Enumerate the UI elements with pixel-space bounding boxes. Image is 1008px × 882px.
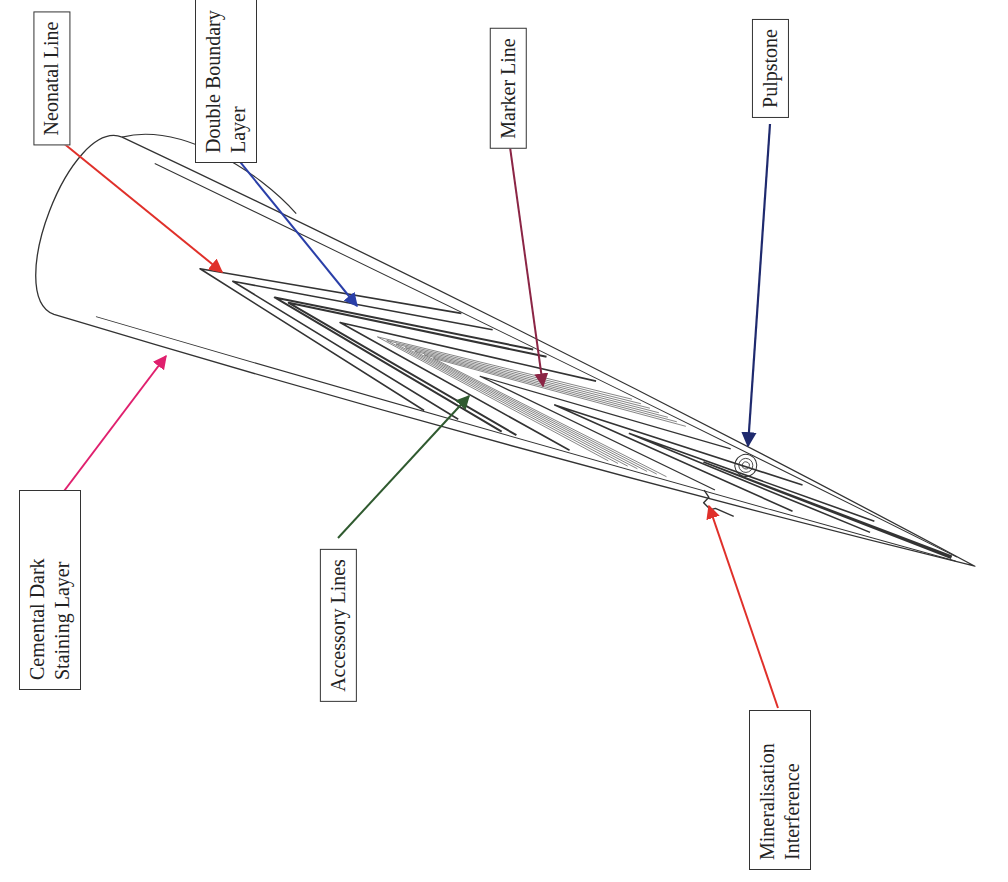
- label-box: Neonatal Line: [33, 11, 70, 145]
- label-text: Mineralisation Interference: [755, 720, 805, 860]
- label-text: Accessory Lines: [325, 559, 350, 692]
- label-box: Cemental Dark Staining Layer: [19, 490, 81, 690]
- label-box: Double Boundary Layer: [195, 0, 257, 163]
- label-box: Pulpstone: [751, 19, 788, 118]
- label-text: Pulpstone: [757, 29, 782, 108]
- label-text: Cemental Dark Staining Layer: [25, 500, 75, 680]
- label-text: Marker Line: [495, 38, 520, 139]
- label-box: Marker Line: [489, 28, 526, 149]
- label-text: Neonatal Line: [39, 21, 64, 135]
- label-box: Accessory Lines: [319, 549, 356, 702]
- label-text: Double Boundary Layer: [201, 3, 251, 153]
- label-box: Mineralisation Interference: [749, 710, 811, 870]
